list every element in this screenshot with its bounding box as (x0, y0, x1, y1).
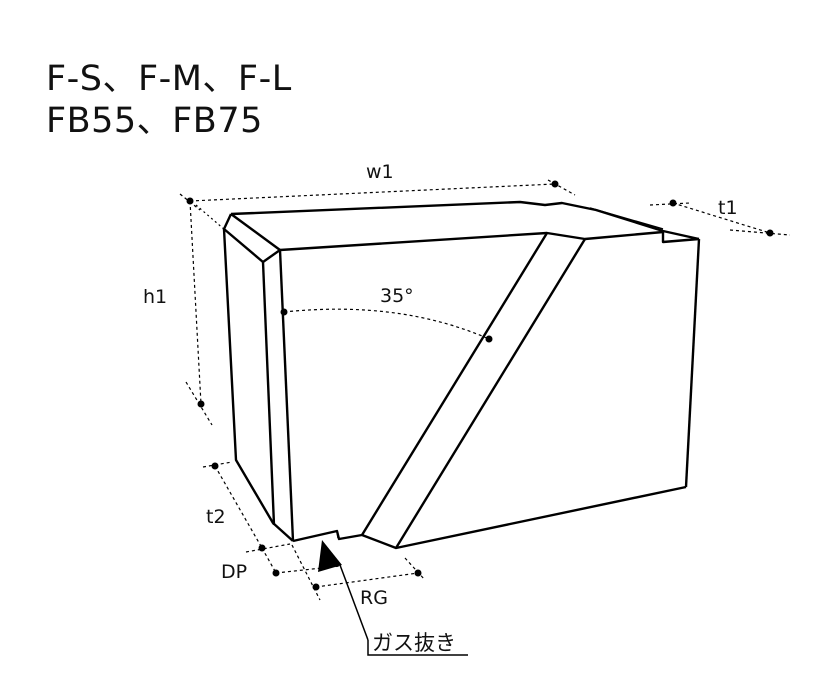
left-bevel (222, 213, 282, 264)
h1-label: h1 (143, 286, 167, 308)
bottom-edge (292, 485, 687, 550)
t2-label: t2 (206, 506, 226, 528)
angle-label: 35° (380, 285, 414, 307)
groove-edge (360, 232, 549, 536)
block-outline (222, 200, 701, 550)
model-list-line-1: F-S、F-M、F-L (46, 59, 292, 99)
rg-label: RG (360, 587, 388, 609)
gas-vent-arrow (318, 540, 468, 656)
top-front-edge (279, 230, 700, 252)
left-outer-edge (222, 228, 294, 542)
dp-label: DP (221, 561, 247, 583)
model-list-line-2: FB55、FB75 (46, 101, 263, 141)
top-back-edge (230, 200, 700, 241)
w1-label: w1 (366, 161, 394, 183)
t1-label: t1 (718, 197, 738, 219)
dimension-dots (186, 180, 774, 591)
right-edge (684, 238, 701, 488)
gas-vent-label: ガス抜き (372, 631, 456, 655)
groove-edge (394, 238, 587, 549)
